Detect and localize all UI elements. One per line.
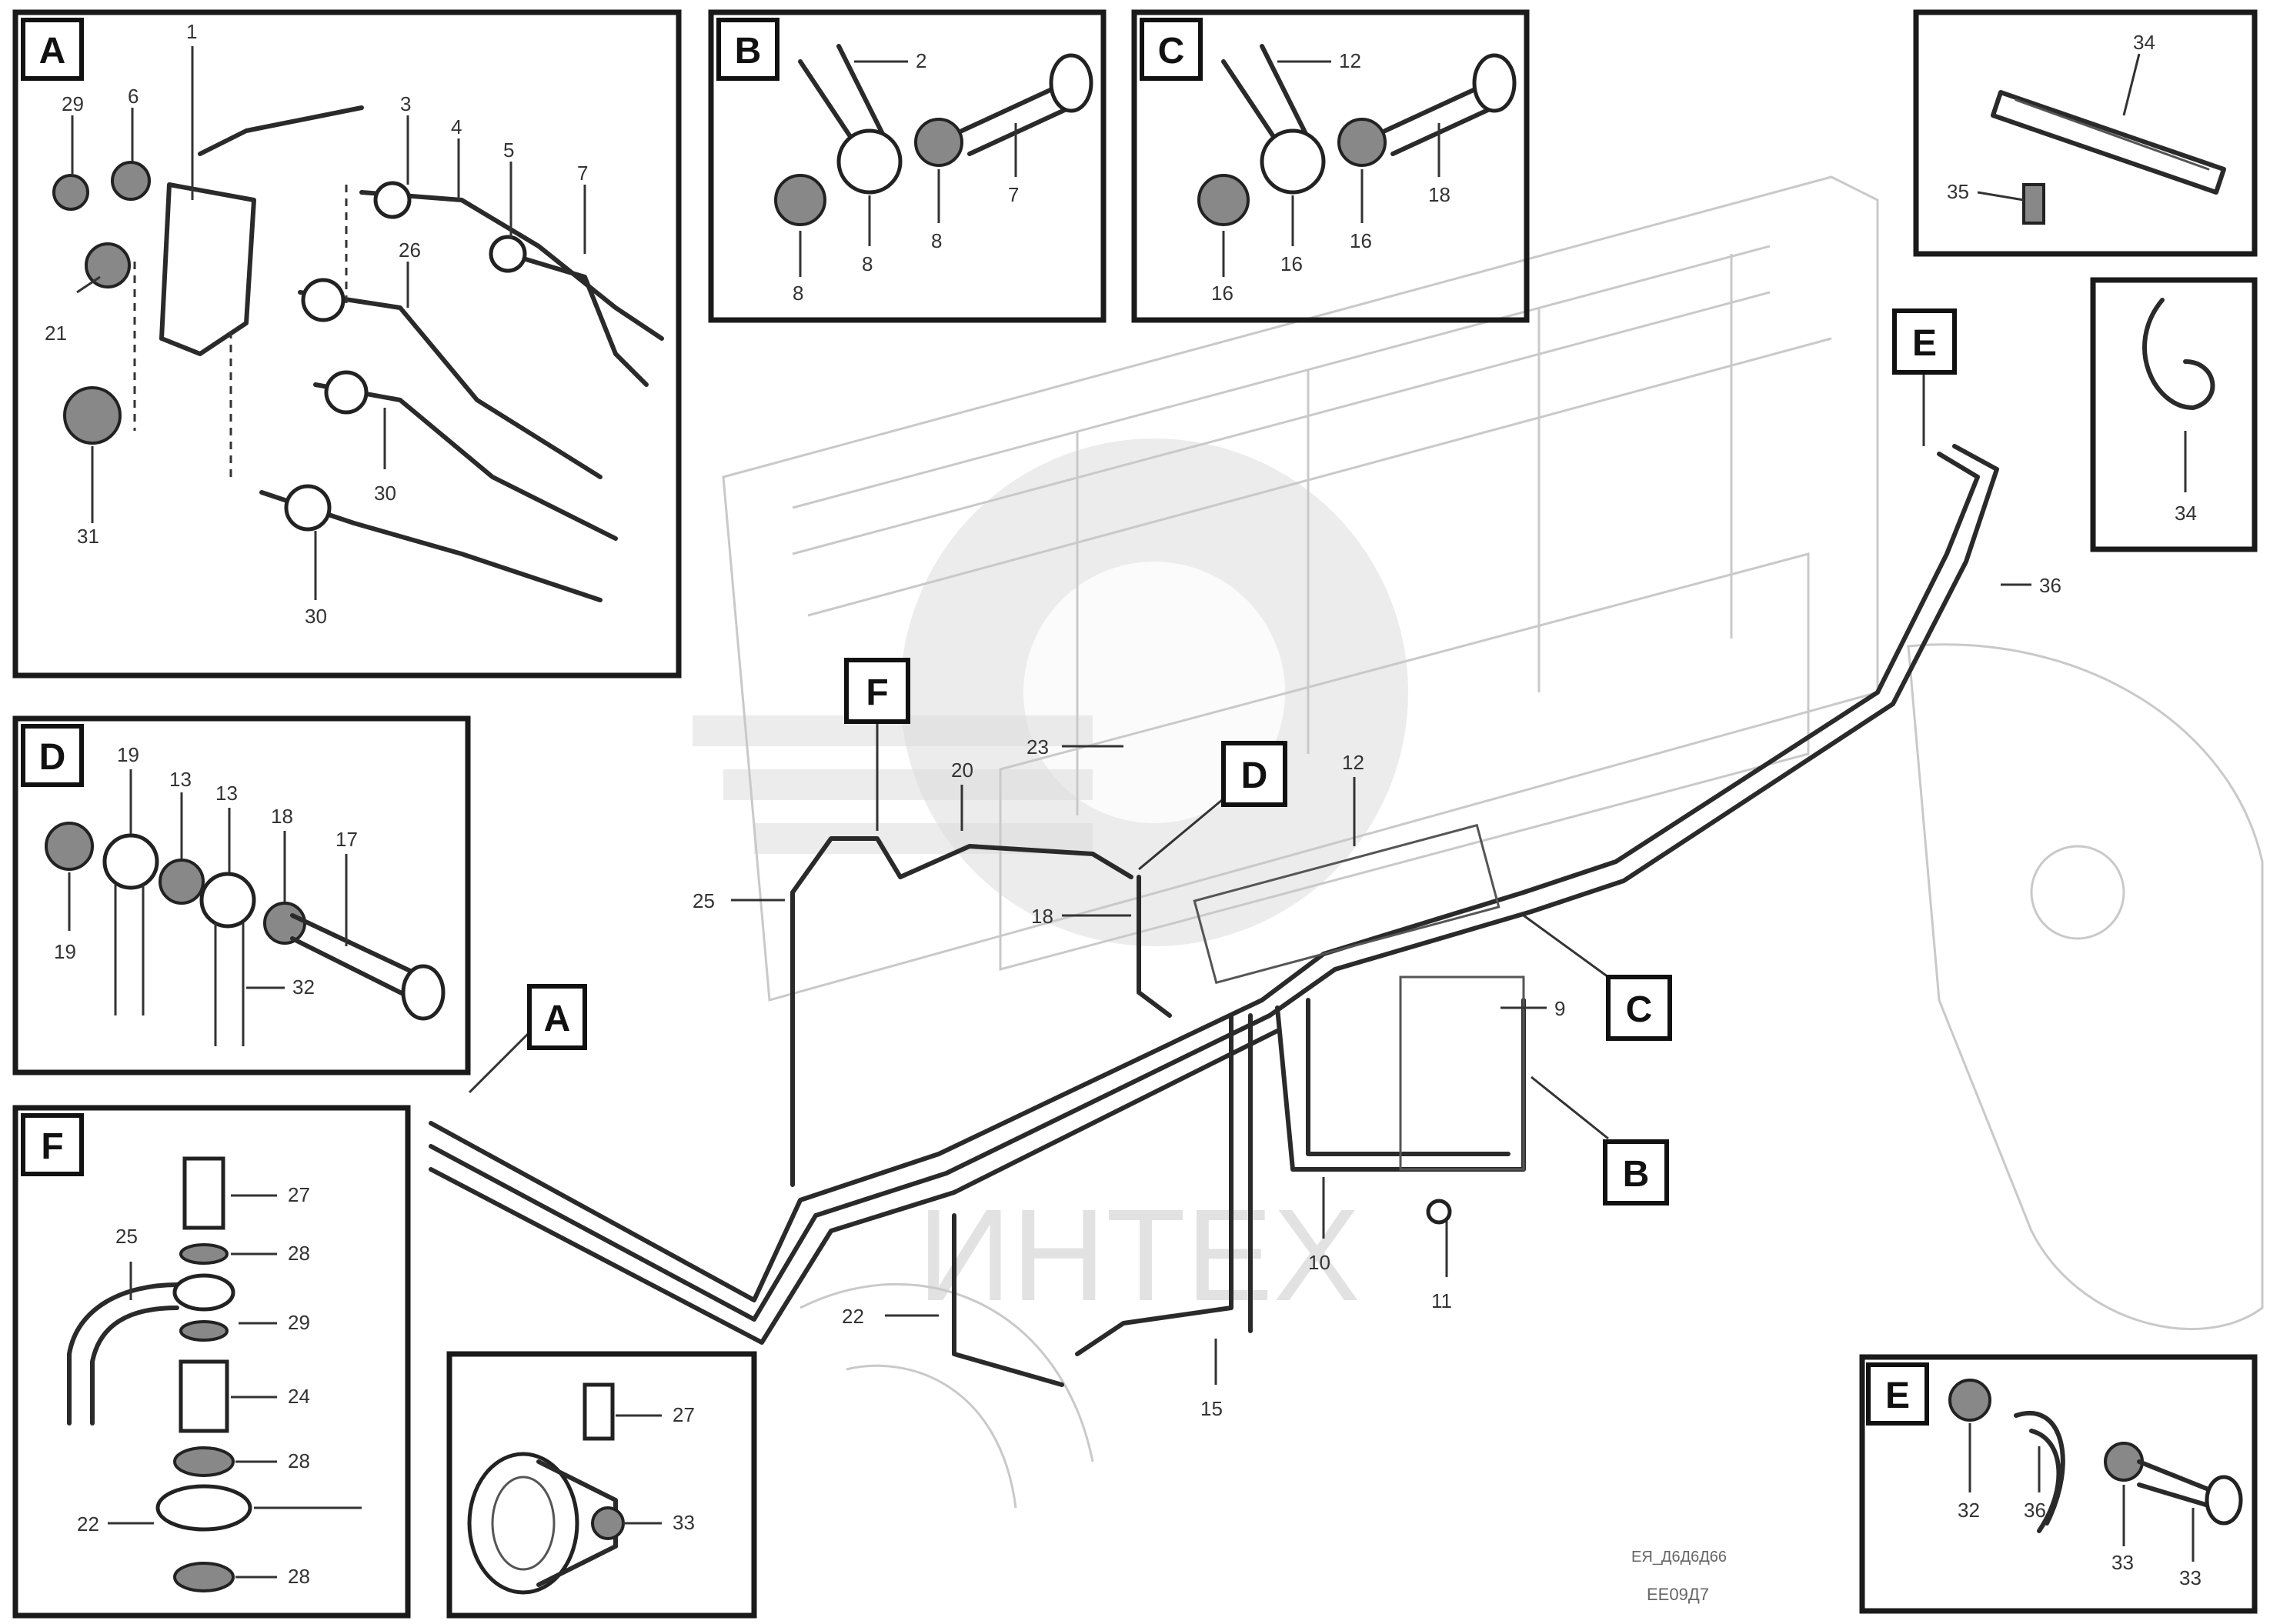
- footer-caption: ЕЯ_Д6Д6Д66 ЕЕ09Д7: [1631, 1549, 1727, 1604]
- part-number-label: 8: [793, 282, 803, 305]
- part-number-label: 35: [1947, 180, 1969, 203]
- part-number-label: 17: [335, 828, 358, 851]
- part-number-label: 16: [1350, 229, 1372, 252]
- part-number-label: 28: [288, 1449, 310, 1472]
- part-number-label: 27: [288, 1183, 310, 1206]
- part-number-label: 6: [128, 85, 139, 108]
- part-number-label: 32: [292, 975, 315, 999]
- callout-letter-label: D: [1241, 755, 1268, 796]
- part-number-label: 29: [288, 1311, 310, 1334]
- part-number-label: 21: [45, 322, 67, 345]
- part-number-label: 22: [77, 1512, 99, 1536]
- part-number-label: 20: [951, 759, 973, 782]
- caption-text: ЕЯ_Д6Д6Д66: [1631, 1549, 1727, 1566]
- part-number-label: 29: [62, 92, 84, 115]
- part-number-label: 33: [673, 1511, 695, 1534]
- part-number-label: 16: [1280, 252, 1303, 275]
- part-number-label: 28: [288, 1242, 310, 1265]
- callout-letter-label: F: [866, 672, 888, 713]
- callout-letter-label: C: [1626, 989, 1653, 1030]
- part-number-label: 22: [842, 1305, 864, 1328]
- callout-letter-label: E: [1912, 323, 1937, 364]
- detail-panel-hook: 34: [2090, 277, 2258, 552]
- detail-panel-C: C 12 16 16 16 18: [1131, 9, 1530, 323]
- part-number-label: 18: [1031, 905, 1053, 928]
- part-number-label: 33: [2111, 1551, 2134, 1574]
- main-callout-F: F: [844, 658, 910, 831]
- part-number-label: 7: [577, 162, 588, 185]
- part-number-label: 11: [1431, 1289, 1452, 1312]
- main-callout-C: C: [1523, 914, 1672, 1041]
- part-number-label: 36: [2039, 574, 2061, 597]
- detail-letter-label: F: [41, 1126, 63, 1167]
- detail-letter-label: C: [1158, 31, 1185, 72]
- part-number-label: 23: [1026, 735, 1049, 759]
- part-number-label: 28: [288, 1565, 310, 1588]
- part-number-label: 10: [1308, 1251, 1330, 1274]
- part-number-label: 30: [374, 482, 396, 505]
- detail-panel-E: E 32 36 33 33: [1859, 1354, 2258, 1614]
- part-number-label: 5: [503, 138, 514, 162]
- part-number-label: 24: [288, 1385, 310, 1408]
- part-number-label: 34: [2133, 31, 2155, 54]
- part-number-label: 18: [1428, 183, 1450, 206]
- part-number-label: 31: [77, 525, 99, 548]
- part-number-label: 4: [451, 115, 462, 138]
- detail-panel-belt: 34 35: [1913, 9, 2258, 257]
- engine-outline: [722, 175, 2264, 1509]
- part-number-label: 13: [215, 782, 238, 805]
- part-number-label: 18: [271, 805, 293, 828]
- part-number-label: 26: [399, 238, 421, 262]
- detail-panel-F: F 27 28 29 24 28 22 28 25: [12, 1105, 411, 1619]
- main-callout-E: E: [1892, 308, 1957, 446]
- part-number-label: 25: [693, 889, 715, 912]
- part-number-label: 3: [400, 92, 411, 115]
- part-number-label: 34: [2175, 502, 2197, 525]
- part-number-label: 30: [305, 605, 327, 628]
- main-part-numbers: 25 20 23 18 12 36 9 10 11 15 22: [693, 574, 2061, 1420]
- detail-letter-label: B: [735, 31, 762, 72]
- part-number-label: 8: [862, 252, 873, 275]
- detail-letter-label: E: [1885, 1376, 1910, 1416]
- part-number-label: 32: [1958, 1499, 1980, 1522]
- detail-letter-label: A: [39, 31, 66, 72]
- caption-text: ЕЕ09Д7: [1647, 1585, 1709, 1604]
- main-callout-A: A: [468, 984, 587, 1094]
- part-number-label: 19: [54, 940, 76, 963]
- part-number-label: 19: [117, 743, 139, 766]
- detail-panel-A: A 1 29 6 3 4 5 7 21 31: [12, 9, 682, 679]
- detail-panel-D: D 19 19 13 13 18 17 32: [12, 715, 471, 1075]
- part-number-label: 1: [186, 20, 197, 43]
- part-number-label: 16: [1211, 282, 1233, 305]
- part-number-label: 8: [931, 229, 942, 252]
- part-number-label: 9: [1554, 997, 1565, 1020]
- main-callout-D: D: [1138, 741, 1287, 871]
- part-number-label: 36: [2024, 1499, 2046, 1522]
- part-number-label: 13: [169, 768, 192, 791]
- part-number-label: 7: [1008, 183, 1019, 206]
- part-number-label: 15: [1200, 1397, 1223, 1420]
- callout-letter-label: B: [1623, 1154, 1650, 1195]
- part-number-label: 12: [1342, 751, 1364, 774]
- detail-panel-clamp: 27 33: [446, 1351, 757, 1619]
- detail-panel-B: B 2 8 8 8 7: [708, 9, 1107, 323]
- part-number-label: 2: [916, 49, 926, 72]
- main-pipes: [429, 444, 1999, 1387]
- part-number-label: 27: [673, 1403, 695, 1426]
- watermark-gear: [693, 439, 1408, 946]
- detail-letter-label: D: [39, 737, 66, 778]
- watermark-text: ИНТЕХ: [917, 1182, 1360, 1329]
- part-number-label: 25: [115, 1225, 138, 1248]
- part-number-label: 33: [2179, 1566, 2202, 1589]
- main-callout-B: B: [1531, 1075, 1669, 1205]
- callout-letter-label: A: [544, 999, 571, 1039]
- part-number-label: 12: [1339, 49, 1361, 72]
